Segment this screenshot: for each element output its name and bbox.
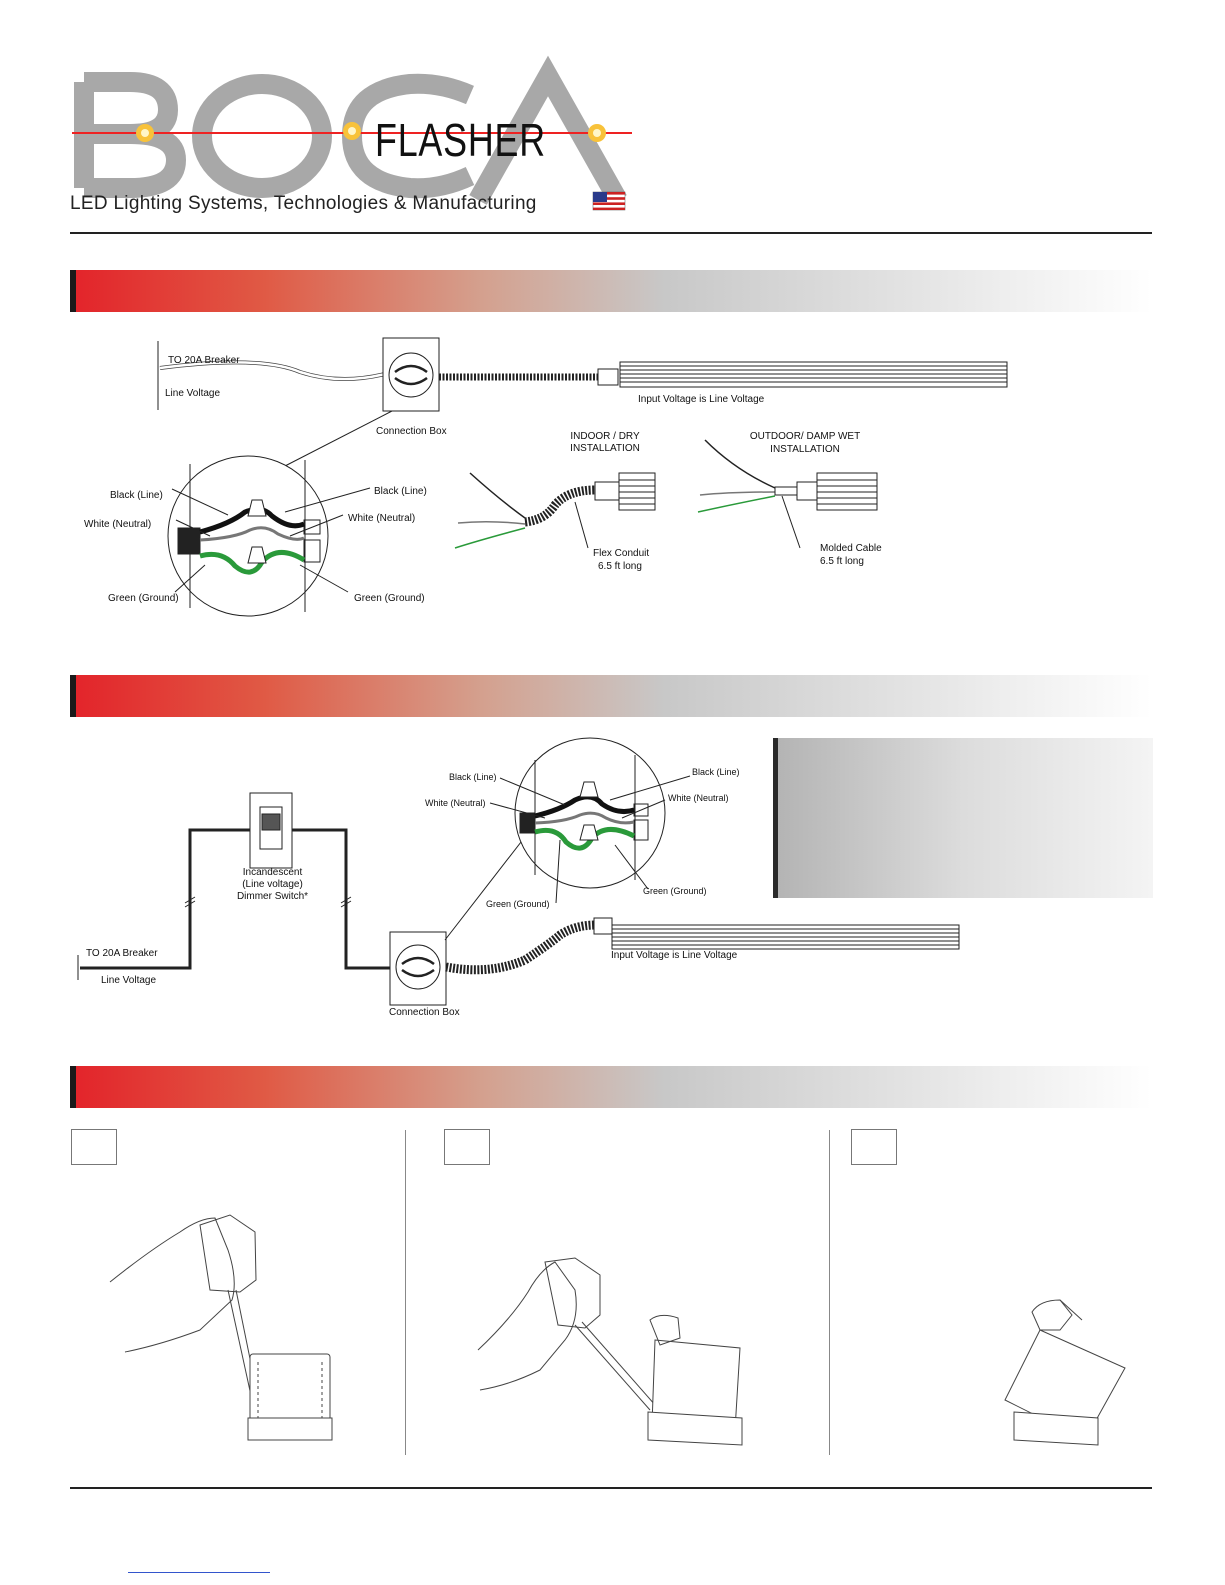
header-divider (70, 232, 1152, 234)
line-voltage-label: Line Voltage (165, 388, 221, 399)
flex-conduit-label: Flex Conduit (593, 548, 650, 559)
black-line-left-label: Black (Line) (110, 490, 163, 501)
dimmer-label-2: (Line voltage) (242, 879, 303, 890)
step-3-illustration (1004, 1299, 1126, 1446)
d2-input-voltage-label: Input Voltage is Line Voltage (611, 950, 738, 961)
footer-link[interactable] (128, 1572, 270, 1573)
indoor-title-1: INDOOR / DRY (570, 431, 640, 442)
d2-line-voltage-label: Line Voltage (101, 975, 157, 986)
d2-green-ground-left-label: Green (Ground) (486, 899, 550, 909)
d2-white-neutral-right-label: White (Neutral) (668, 793, 729, 803)
step-3-box (851, 1129, 897, 1165)
white-neutral-right-label: White (Neutral) (348, 513, 416, 524)
input-voltage-label: Input Voltage is Line Voltage (638, 394, 765, 405)
d2-connection-box-label: Connection Box (389, 1007, 460, 1018)
d2-to-breaker-label: TO 20A Breaker (86, 948, 158, 959)
note-box (773, 738, 1153, 898)
d2-green-ground-right-label: Green (Ground) (643, 886, 707, 896)
white-neutral-left-label: White (Neutral) (84, 519, 152, 530)
connection-box-label: Connection Box (376, 426, 447, 437)
to-breaker-label: TO 20A Breaker (168, 355, 240, 366)
step-divider-1 (405, 1130, 406, 1455)
d2-black-line-right-label: Black (Line) (692, 767, 740, 777)
step-2-illustration (477, 1257, 743, 1446)
green-ground-left-label: Green (Ground) (108, 593, 179, 604)
brand-tagline: LED Lighting Systems, Technologies & Man… (70, 193, 537, 214)
outdoor-title-2: INSTALLATION (770, 444, 840, 455)
boca-logo (74, 55, 627, 205)
section-band-3 (70, 1066, 1152, 1108)
dimmer-label-3: Dimmer Switch* (236, 891, 309, 902)
flare-icon (136, 122, 606, 142)
step-1-illustration (109, 1214, 333, 1441)
indoor-title-2: INSTALLATION (570, 443, 640, 454)
black-line-right-label: Black (Line) (374, 486, 427, 497)
dimmer-label-1: Incandescent (242, 867, 303, 878)
step-2-box (444, 1129, 490, 1165)
d2-black-line-left-label: Black (Line) (449, 772, 497, 782)
us-flag-icon (592, 191, 626, 211)
d2-white-neutral-left-label: White (Neutral) (425, 798, 486, 808)
molded-cable-length: 6.5 ft long (820, 556, 864, 567)
diagram-2 (77, 737, 960, 1006)
section-band-1 (70, 270, 1152, 312)
section-band-2 (70, 675, 1152, 717)
step-divider-2 (829, 1130, 830, 1455)
diagram-1 (157, 337, 1008, 617)
outdoor-title-1: OUTDOOR/ DAMP WET (749, 431, 861, 442)
flex-conduit-length: 6.5 ft long (598, 561, 642, 572)
step-1-box (71, 1129, 117, 1165)
logo-flasher-word: FLASHER (375, 114, 546, 166)
footer-divider (70, 1487, 1152, 1489)
green-ground-right-label: Green (Ground) (354, 593, 425, 604)
molded-cable-label: Molded Cable (820, 543, 882, 554)
